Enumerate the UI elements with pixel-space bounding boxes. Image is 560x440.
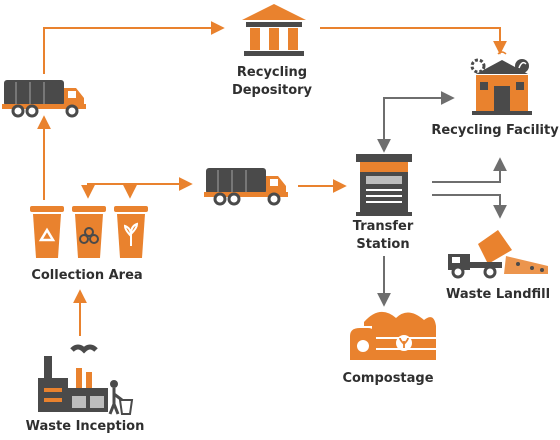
arrow-truck-to-depository — [43, 21, 225, 74]
inception-label: Waste Inception — [25, 419, 145, 434]
facility-label: Recycling Facility — [431, 123, 559, 138]
organic-bin-icon — [114, 206, 148, 258]
flow-arrows — [37, 21, 507, 336]
arrow-transfer-to-facility — [377, 91, 455, 153]
transfer-label-line1: Transfer — [352, 219, 414, 234]
depository-label-line2: Depository — [231, 83, 313, 98]
factory-icon — [38, 344, 134, 415]
landfill-label: Waste Landfill — [445, 287, 551, 302]
collection-label: Collection Area — [31, 268, 143, 283]
recycle-bin-icon — [30, 206, 64, 258]
arrow-transfer-up-right — [432, 157, 507, 183]
transfer-station-icon — [356, 154, 412, 216]
arrow-depository-to-facility — [320, 27, 507, 55]
arrow-transfer-to-landfill — [432, 194, 507, 219]
depository-label: Recycling Depository — [222, 64, 322, 100]
transfer-label: Transfer Station — [338, 218, 428, 254]
depository-label-line1: Recycling — [236, 65, 308, 80]
compost-label: Compostage — [342, 371, 434, 386]
dump-truck-icon — [448, 230, 548, 279]
arrow-bins-to-truck — [87, 177, 193, 196]
transfer-label-line2: Station — [356, 237, 410, 252]
biohazard-bin-icon — [72, 206, 106, 258]
bank-building-icon — [242, 4, 306, 56]
recycling-facility-icon — [470, 51, 532, 115]
garbage-truck-icon — [204, 168, 288, 206]
compost-crate-icon — [350, 311, 436, 360]
garbage-truck-icon — [2, 80, 86, 118]
